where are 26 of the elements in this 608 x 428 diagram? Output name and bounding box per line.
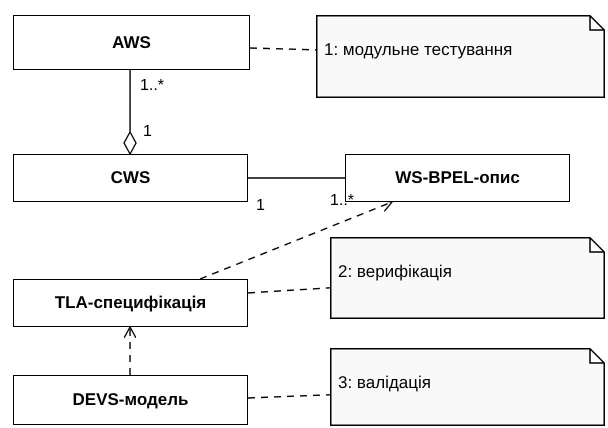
multiplicity-label: 1..* [140,78,164,94]
dashed-connector [250,47,316,51]
connector [248,177,345,179]
note [316,15,605,98]
dashed-connector [248,287,330,294]
note-text: 1: модульне тестування [323,39,514,60]
class-box [13,279,248,327]
multiplicity-label: 1 [256,198,265,214]
class-name: DEVS-модель [72,389,188,412]
note-text: 2: верифікація [337,261,453,282]
class-name: WS-BPEL-опис [395,167,520,190]
class-box [13,154,248,202]
dashed-connector [123,326,137,375]
dashed-connector [200,200,393,280]
multiplicity-label: 1..* [330,193,354,209]
class-box [13,375,248,425]
dashed-connector [248,394,330,399]
connector [123,70,137,155]
note [330,237,605,319]
note [330,348,605,426]
multiplicity-label: 1 [143,124,152,140]
note-text: 3: валідація [337,372,432,394]
class-name: CWS [110,167,150,190]
class-box [13,15,250,70]
class-name: AWS [112,32,151,54]
class-name: TLA-специфікація [54,292,206,314]
